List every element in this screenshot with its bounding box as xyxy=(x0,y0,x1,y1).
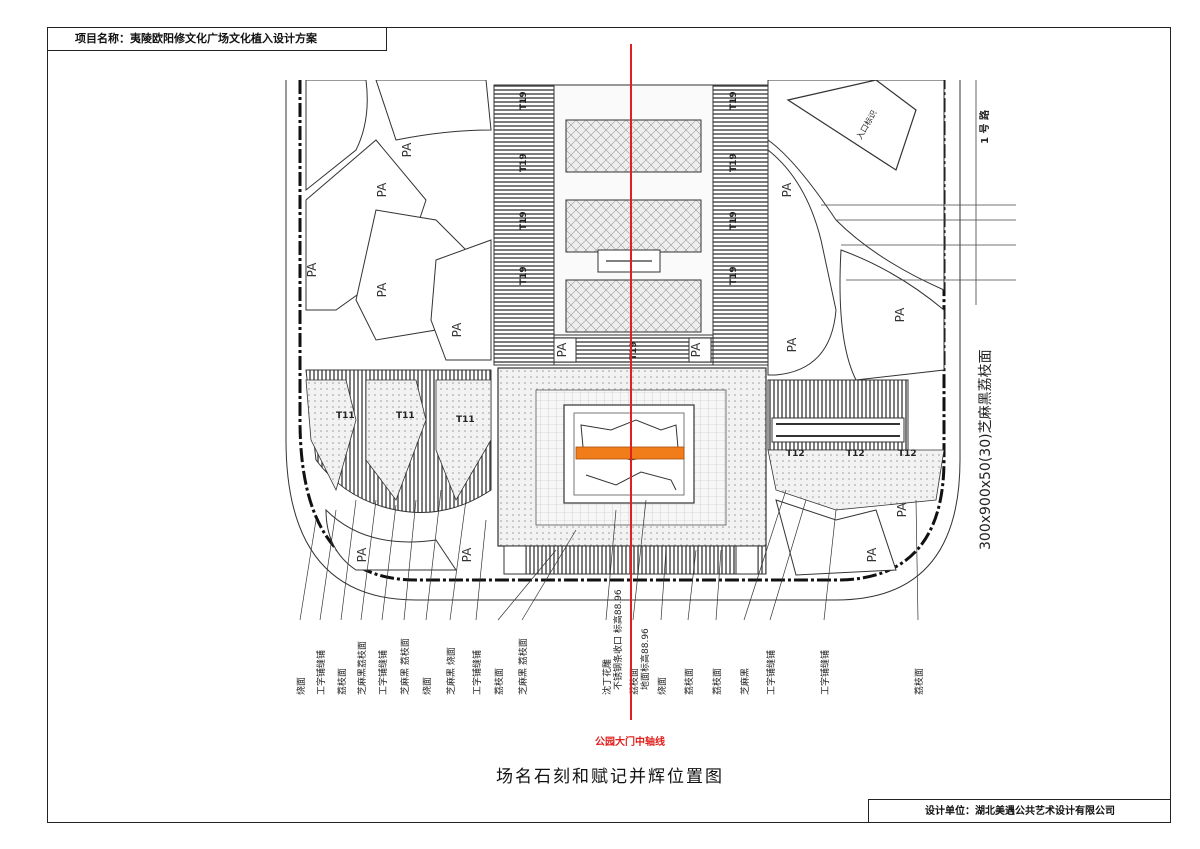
pa-label: PA xyxy=(375,182,389,197)
drawing-title: 场名石刻和赋记并辉位置图 xyxy=(496,767,724,787)
pa-label: PA xyxy=(375,282,389,297)
material-label: 芝麻黑 荔枝面 xyxy=(517,638,529,695)
elevation-label-a: 不锈钢条收口 标高88.96 xyxy=(612,589,624,690)
pa-label: PA xyxy=(689,342,703,357)
t12-tag: T12 xyxy=(898,449,917,459)
t19-tag: T19 xyxy=(729,266,739,285)
planting-zone-left-bottom xyxy=(325,508,457,571)
pa-box-right xyxy=(688,337,712,363)
paving-dotted-left-3 xyxy=(435,379,492,501)
planting-zone-right-2 xyxy=(839,249,945,381)
planting-zone-left-4 xyxy=(430,239,492,361)
pa-label: PA xyxy=(785,337,799,352)
material-label: 荔枝面 xyxy=(493,668,505,695)
planter-2 xyxy=(565,199,702,253)
leader-lines xyxy=(299,489,919,621)
material-label: 工字铺缝铺 xyxy=(471,650,483,695)
paving-spec-label: 300x900x50(30)芝麻黑荔枝面 xyxy=(978,349,994,550)
material-label: 荔枝面 xyxy=(683,668,695,695)
t11-tag: T11 xyxy=(336,411,355,421)
project-name-label: 项目名称：夷陵欧阳修文化广场文化植入设计方案 xyxy=(47,27,387,51)
planting-zone-right-bottom xyxy=(775,499,897,576)
central-axis-line xyxy=(630,44,632,720)
material-label: 芝麻黑 xyxy=(739,668,751,695)
material-label: 芝麻黑 荔枝面 xyxy=(399,638,411,695)
pa-label: PA xyxy=(895,502,909,517)
material-label: 烧面 xyxy=(421,677,433,695)
paving-dotted-right xyxy=(767,449,945,511)
t11-tag: T11 xyxy=(456,415,475,425)
planting-zone-left-top xyxy=(375,80,492,141)
t19-tag: T19 xyxy=(729,211,739,230)
material-label: 烧面 xyxy=(295,677,307,695)
t11-tag: T11 xyxy=(396,411,415,421)
material-label: 荔枝面 xyxy=(913,668,925,695)
site-plan-drawing: PA PA PA PA PA PA PA PA PA PA PA PA PA P… xyxy=(285,80,1016,695)
pa-label: PA xyxy=(780,182,794,197)
entrance-sign-block xyxy=(786,80,917,171)
material-label: 芝麻黑 烧面 xyxy=(445,647,457,695)
map-outline-line-lower xyxy=(585,471,677,491)
material-label: 烧面 xyxy=(656,677,668,695)
pa-label: PA xyxy=(460,547,474,562)
material-label: 工字铺缝铺 xyxy=(377,650,389,695)
planting-zone-right-mid xyxy=(767,148,837,376)
t19-tag: T19 xyxy=(519,211,529,230)
pa-box-left xyxy=(553,337,577,363)
paving-dotted-left-2 xyxy=(365,379,427,501)
pa-label: PA xyxy=(555,342,569,357)
t19-tag: T19 xyxy=(519,266,529,285)
t19-tag: T19 xyxy=(629,341,639,360)
central-axis-label: 公园大门中轴线 xyxy=(595,737,665,748)
design-unit-label: 设计单位：湖北美遇公共艺术设计有限公司 xyxy=(868,799,1171,823)
material-label: 荔枝面 xyxy=(711,668,723,695)
material-label: 工字铺缝铺 xyxy=(819,650,831,695)
t12-tag: T12 xyxy=(846,449,865,459)
planter-3 xyxy=(565,279,702,333)
central-walkway-right-stripes xyxy=(712,84,769,366)
material-label: 沈丁花雕 xyxy=(601,659,613,695)
elevation-label-b: 地面标高88.96 xyxy=(639,628,651,690)
pa-box-bottom-right xyxy=(735,545,759,575)
material-label: 芝麻黑荔枝面 xyxy=(356,641,368,695)
road-name-label: 1 号 路 xyxy=(978,109,991,144)
planter-1 xyxy=(565,119,702,173)
planting-zone-left-1 xyxy=(305,80,368,192)
material-label: 荔枝面 xyxy=(336,668,348,695)
drawing-sheet-border xyxy=(47,27,1171,823)
pa-label: PA xyxy=(355,547,369,562)
material-label: 工字铺缝铺 xyxy=(315,650,327,695)
t19-tag: T19 xyxy=(729,91,739,110)
pa-label: PA xyxy=(450,322,464,337)
t19-tag: T19 xyxy=(519,91,529,110)
bench-double-bar xyxy=(771,417,905,443)
central-walkway-left-stripes xyxy=(493,84,555,366)
t12-tag: T12 xyxy=(786,449,805,459)
road-edge-line xyxy=(285,80,961,601)
t19-tag: T19 xyxy=(519,153,529,172)
site-boundary-line xyxy=(298,80,946,582)
pa-label: PA xyxy=(865,547,879,562)
pa-label: PA xyxy=(400,142,414,157)
paving-dotted-left xyxy=(305,379,357,492)
material-label: 工字铺缝铺 xyxy=(765,650,777,695)
pa-label: PA xyxy=(893,307,907,322)
pa-box-bottom-left xyxy=(503,545,527,575)
t19-tag: T19 xyxy=(729,153,739,172)
pa-label: PA xyxy=(305,262,319,277)
